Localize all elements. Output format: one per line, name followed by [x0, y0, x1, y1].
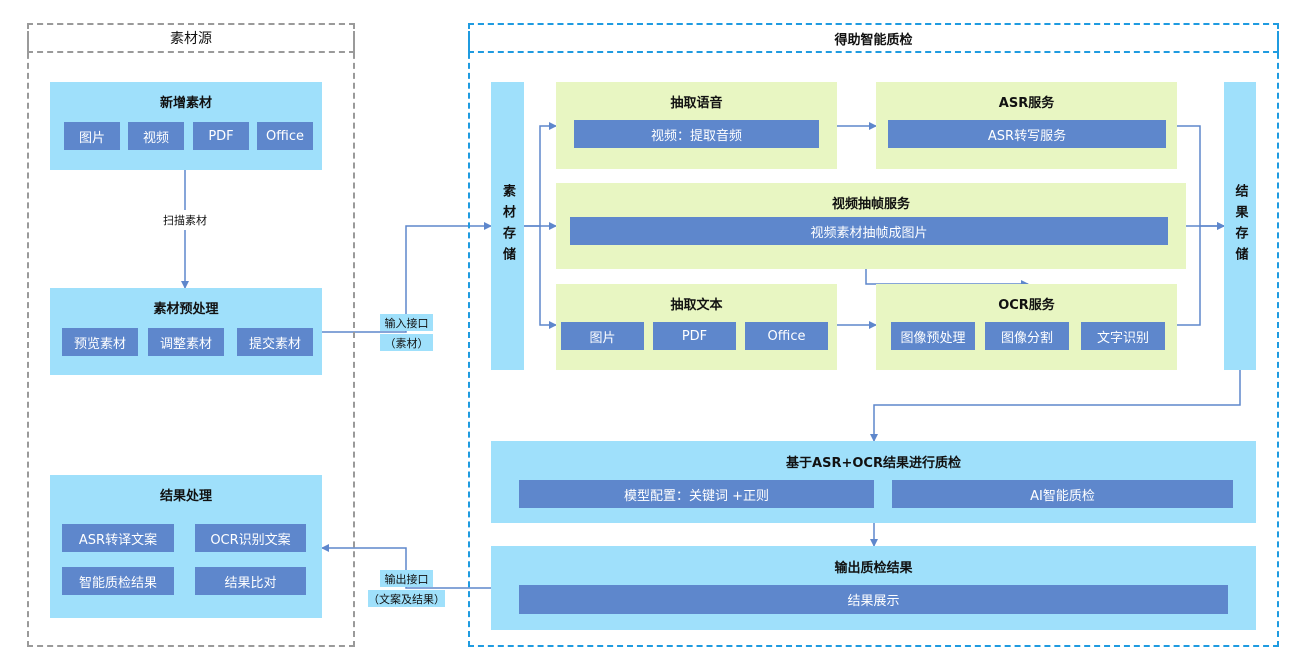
add-material-chip-video: 视频: [128, 122, 184, 150]
asr-service-chip: ASR转写服务: [888, 120, 1166, 148]
output-result-title: 输出质检结果: [834, 560, 913, 576]
qc-panel-title-text: 得助智能质检: [834, 32, 913, 48]
extract-text-chip-image: 图片: [561, 322, 644, 350]
result-process-chip-qc-result: 智能质检结果: [62, 567, 174, 595]
preprocess-title: 素材预处理: [153, 301, 219, 317]
add-material-box: 新增素材 图片 视频 PDF Office: [50, 82, 322, 170]
extract-audio-box: 抽取语音 视频：提取音频: [556, 82, 837, 169]
qc-panel-title: 得助智能质检: [468, 23, 1279, 53]
quality-check-box: 基于ASR+OCR结果进行质检 模型配置：关键词 +正则 AI智能质检: [491, 441, 1256, 523]
result-process-chip-ocr-text: OCR识别文案: [195, 524, 306, 552]
asr-service-title: ASR服务: [998, 95, 1055, 111]
frame-service-box: 视频抽帧服务 视频素材抽帧成图片: [556, 183, 1186, 269]
asr-service-box: ASR服务 ASR转写服务: [876, 82, 1177, 169]
result-storage: 结果存储: [1224, 82, 1256, 370]
output-result-box: 输出质检结果 结果展示: [491, 546, 1256, 630]
result-process-chip-asr-text: ASR转译文案: [62, 524, 174, 552]
result-process-title: 结果处理: [159, 488, 212, 504]
result-process-chip-compare: 结果比对: [195, 567, 306, 595]
extract-audio-title: 抽取语音: [670, 95, 723, 111]
add-material-chip-office: Office: [257, 122, 313, 150]
frame-service-chip: 视频素材抽帧成图片: [570, 217, 1168, 245]
ocr-service-chip-segment: 图像分割: [985, 322, 1069, 350]
output-result-chip: 结果展示: [519, 585, 1228, 614]
extract-text-chip-office: Office: [745, 322, 828, 350]
source-panel-title-text: 素材源: [170, 31, 212, 47]
input-interface-label: 输入接口: [380, 314, 433, 331]
quality-check-title: 基于ASR+OCR结果进行质检: [786, 455, 961, 471]
quality-check-chip-model: 模型配置：关键词 +正则: [519, 480, 874, 508]
material-storage: 素材存储: [491, 82, 524, 370]
add-material-chip-pdf: PDF: [193, 122, 249, 150]
preprocess-chip-preview: 预览素材: [62, 328, 138, 356]
ocr-service-box: OCR服务 图像预处理 图像分割 文字识别: [876, 284, 1177, 370]
scan-material-label: 扫描素材: [145, 210, 225, 230]
ocr-service-chip-recognize: 文字识别: [1081, 322, 1165, 350]
extract-audio-chip: 视频：提取音频: [574, 120, 819, 148]
add-material-chip-image: 图片: [64, 122, 120, 150]
quality-check-chip-ai: AI智能质检: [892, 480, 1233, 508]
ocr-service-title: OCR服务: [998, 297, 1055, 313]
ocr-service-chip-preprocess: 图像预处理: [891, 322, 975, 350]
extract-text-chip-pdf: PDF: [653, 322, 736, 350]
result-process-box: 结果处理 ASR转译文案 OCR识别文案 智能质检结果 结果比对: [50, 475, 322, 618]
output-interface-label: 输出接口: [380, 570, 433, 587]
output-interface-sublabel: （文案及结果）: [368, 590, 445, 607]
extract-text-title: 抽取文本: [670, 297, 723, 313]
preprocess-chip-adjust: 调整素材: [148, 328, 224, 356]
add-material-title: 新增素材: [159, 95, 212, 111]
preprocess-box: 素材预处理 预览素材 调整素材 提交素材: [50, 288, 322, 375]
preprocess-chip-submit: 提交素材: [237, 328, 313, 356]
source-panel-title: 素材源: [27, 23, 355, 53]
extract-text-box: 抽取文本 图片 PDF Office: [556, 284, 837, 370]
frame-service-title: 视频抽帧服务: [831, 196, 910, 212]
input-interface-sublabel: （素材）: [380, 334, 433, 351]
